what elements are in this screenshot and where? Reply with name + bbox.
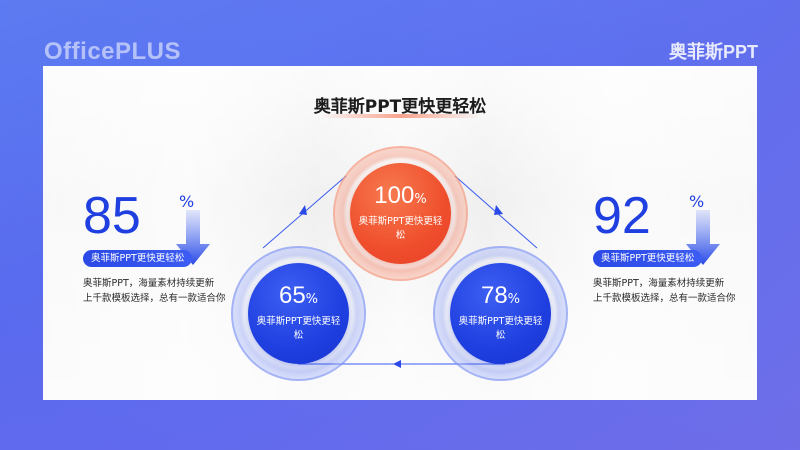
circle-right-unit: % — [507, 292, 521, 307]
circle-right-value-row: 78% — [481, 284, 520, 308]
circle-left-core: 65% 奥菲斯PPT更快更轻松 — [248, 263, 349, 364]
title-underline — [321, 114, 481, 118]
circle-right-label: 奥菲斯PPT更快更轻松 — [458, 316, 543, 341]
left-stat-value: 85 — [83, 187, 141, 245]
left-stat-pill: 奥菲斯PPT更快更轻松 — [83, 250, 193, 267]
circle-top-core: 100% 奥菲斯PPT更快更轻松 — [350, 163, 451, 264]
circle-right-value: 78 — [480, 282, 508, 309]
circle-top-label: 奥菲斯PPT更快更轻松 — [358, 216, 443, 241]
right-stat-desc-line1: 奥菲斯PPT，海量素材持续更新 — [593, 278, 725, 289]
content-panel: 奥菲斯PPT更快更轻松 100% 奥菲斯PPT更快更轻松 65% 奥菲 — [43, 66, 757, 400]
brand-logo-officeplus: OfficePLUS — [44, 38, 182, 65]
circle-left-value-row: 65% — [279, 284, 318, 308]
connector-arrow-icon — [393, 360, 401, 368]
circle-left-value: 65 — [278, 282, 306, 309]
left-stat-desc-line2: 上千款模板选择，总有一款适合你 — [83, 293, 226, 304]
circle-top: 100% 奥菲斯PPT更快更轻松 — [333, 146, 468, 281]
circle-top-unit: % — [414, 192, 427, 207]
left-stat-unit: % — [179, 192, 195, 211]
right-stat-unit: % — [689, 192, 705, 211]
circle-right-core: 78% 奥菲斯PPT更快更轻松 — [450, 263, 551, 364]
connector-arrow-icon — [299, 205, 307, 215]
circle-top-value: 100 — [374, 182, 415, 209]
right-stat-value: 92 — [593, 187, 651, 245]
slide-title: 奥菲斯PPT更快更轻松 — [313, 97, 487, 117]
right-stat-pill: 奥菲斯PPT更快更轻松 — [593, 250, 703, 267]
right-stat: 92 % 奥菲斯PPT更快更轻松 奥菲斯PPT，海量素材持续更新 上千款模板选择… — [593, 190, 757, 310]
circle-top-value-row: 100% — [374, 184, 426, 208]
circle-left-unit: % — [305, 292, 319, 307]
brand-logo-aofeisi: 奥菲斯PPT — [668, 42, 758, 62]
circle-left: 65% 奥菲斯PPT更快更轻松 — [231, 246, 366, 381]
circle-left-label: 奥菲斯PPT更快更轻松 — [256, 316, 341, 341]
left-stat: 85 % 奥菲斯PPT更快更轻松 奥菲斯PPT，海量素材持续更新 上千款模板选择… — [83, 190, 273, 310]
circle-right: 78% 奥菲斯PPT更快更轻松 — [433, 246, 568, 381]
connector-arrow-icon — [494, 205, 503, 215]
left-stat-desc-line1: 奥菲斯PPT，海量素材持续更新 — [83, 278, 215, 289]
right-stat-desc-line2: 上千款模板选择，总有一款适合你 — [593, 293, 736, 304]
